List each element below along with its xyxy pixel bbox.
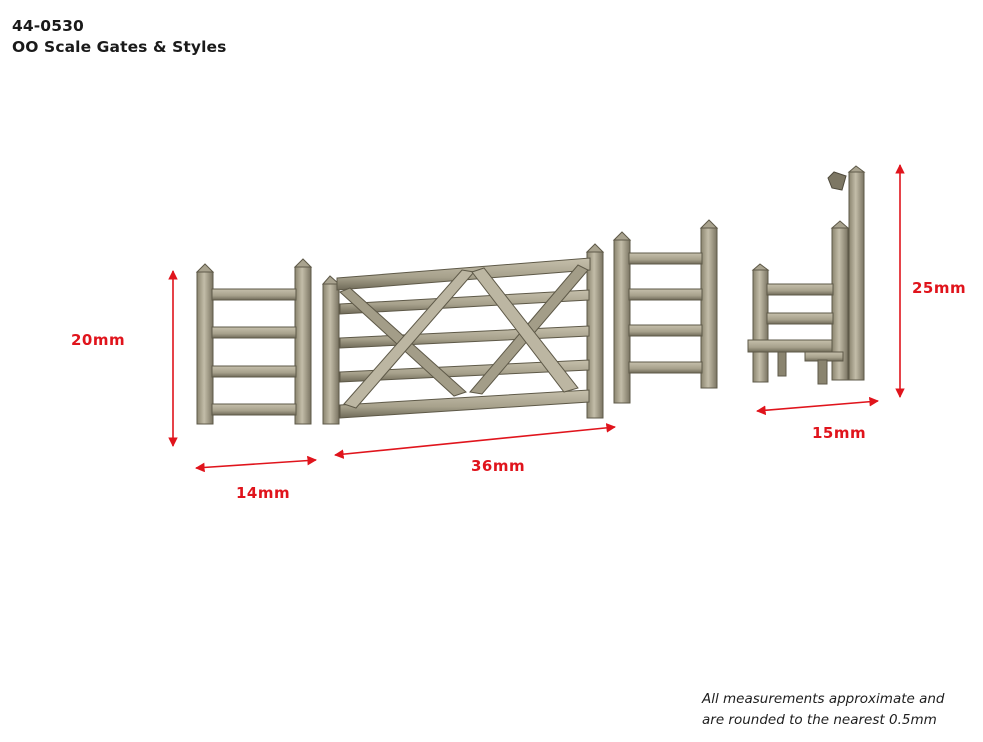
measurement-footnote: All measurements approximate and are rou… bbox=[702, 689, 945, 731]
footnote-line-1: All measurements approximate and bbox=[702, 691, 945, 707]
five-bar-gate bbox=[321, 243, 605, 425]
stile bbox=[747, 165, 866, 385]
title-block: 44-0530 OO Scale Gates & Styles bbox=[12, 16, 226, 58]
fence-left bbox=[195, 258, 313, 425]
dimension-lines bbox=[168, 164, 905, 473]
stile-height-label: 25mm bbox=[912, 279, 967, 297]
footnote-line-2: are rounded to the nearest 0.5mm bbox=[702, 712, 937, 728]
fence-height-label: 20mm bbox=[71, 331, 126, 349]
gate-width-label: 36mm bbox=[471, 457, 526, 475]
stile-width-label: 15mm bbox=[812, 424, 867, 442]
product-code: 44-0530 bbox=[12, 17, 84, 35]
product-title: OO Scale Gates & Styles bbox=[12, 38, 227, 56]
fence-right bbox=[612, 219, 719, 404]
fence-width-label: 14mm bbox=[236, 484, 291, 502]
